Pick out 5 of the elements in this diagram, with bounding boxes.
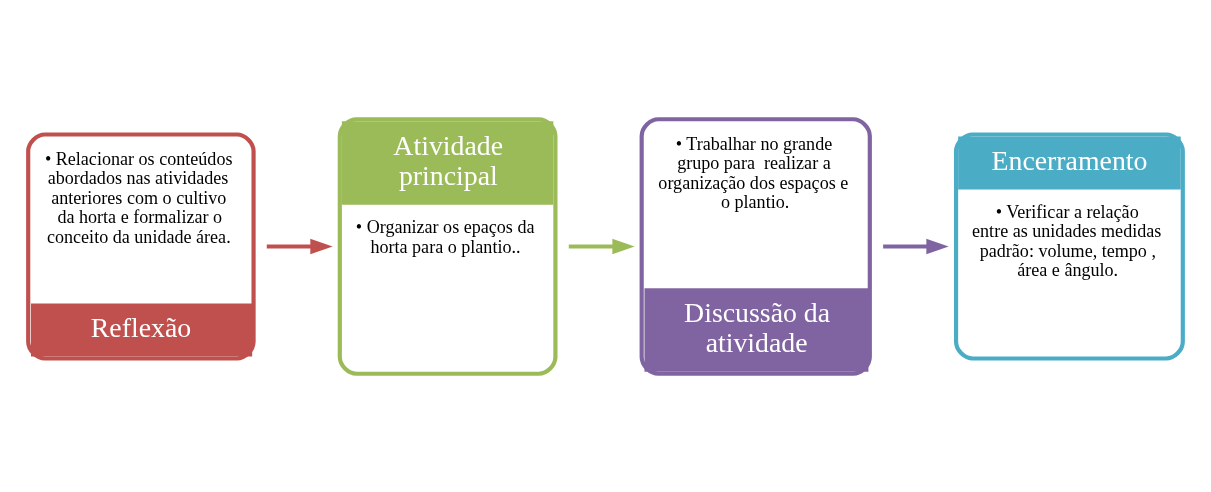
node-box: Encerramento • Verificar a relação entre as unidades medidas padrão: volume, tempo , área e ângulo.	[953, 131, 1185, 361]
arrow	[568, 238, 635, 254]
node-box: Atividade principal • Organizar os epaços da horta para o plantio..	[337, 116, 558, 376]
arrow	[266, 238, 333, 254]
arrow	[883, 238, 949, 254]
